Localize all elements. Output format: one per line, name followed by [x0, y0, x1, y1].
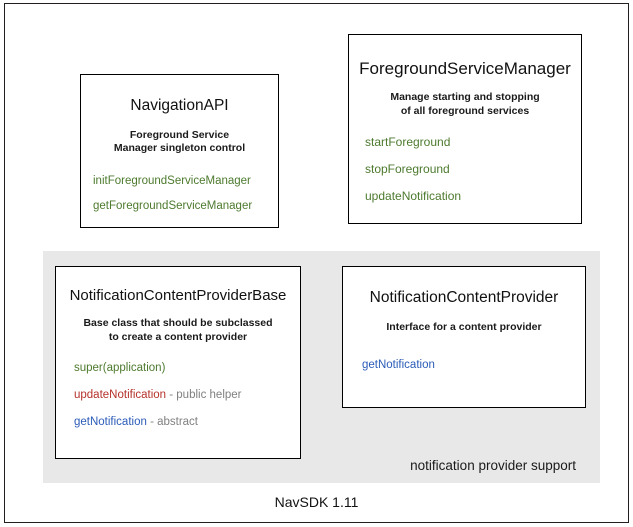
footer-caption: NavSDK 1.11	[274, 494, 359, 510]
class-method-list: getNotification	[343, 358, 585, 372]
method-name: startForeground	[365, 135, 451, 150]
method-name: getNotification	[74, 416, 147, 429]
method-item[interactable]: updateNotification - public helper	[74, 388, 300, 402]
group-caption: notification provider support	[410, 458, 576, 473]
method-item[interactable]: startForeground	[365, 135, 581, 150]
method-item[interactable]: getNotification	[362, 358, 585, 372]
method-item[interactable]: stopForeground	[365, 162, 581, 177]
method-name: getForegroundServiceManager	[93, 199, 253, 212]
method-name: updateNotification	[74, 389, 167, 402]
method-suffix: - public helper	[166, 389, 242, 402]
method-item[interactable]: getNotification - abstract	[74, 415, 300, 429]
method-suffix: - abstract	[146, 416, 199, 429]
method-name: updateNotification	[365, 189, 462, 204]
class-title: NotificationContentProviderBase	[69, 287, 287, 304]
method-name: getNotification	[362, 359, 435, 372]
class-box-notification-content-provider[interactable]: NotificationContentProvider Interface fo…	[342, 266, 586, 408]
method-item[interactable]: getForegroundServiceManager	[93, 199, 278, 213]
class-title: ForegroundServiceManager	[359, 59, 571, 78]
method-name: initForegroundServiceManager	[93, 175, 251, 188]
class-title: NavigationAPI	[130, 97, 229, 114]
class-method-list: startForeground stopForeground updateNot…	[349, 135, 581, 204]
class-title: NotificationContentProvider	[369, 289, 559, 306]
diagram-outer-frame: notification provider support Navigation…	[4, 3, 629, 523]
method-name: stopForeground	[365, 162, 450, 177]
class-box-foreground-service-manager[interactable]: ForegroundServiceManager Manage starting…	[348, 34, 582, 224]
class-method-list: initForegroundServiceManager getForegrou…	[81, 174, 278, 213]
class-description: Interface for a content provider	[386, 320, 542, 333]
method-item[interactable]: super(application)	[74, 361, 300, 375]
method-name: super(application)	[74, 361, 166, 374]
method-item[interactable]: updateNotification	[365, 189, 581, 204]
class-method-list: super(application) updateNotification - …	[56, 361, 300, 430]
method-item[interactable]: initForegroundServiceManager	[93, 174, 278, 188]
class-box-notification-content-provider-base[interactable]: NotificationContentProviderBase Base cla…	[55, 266, 301, 459]
